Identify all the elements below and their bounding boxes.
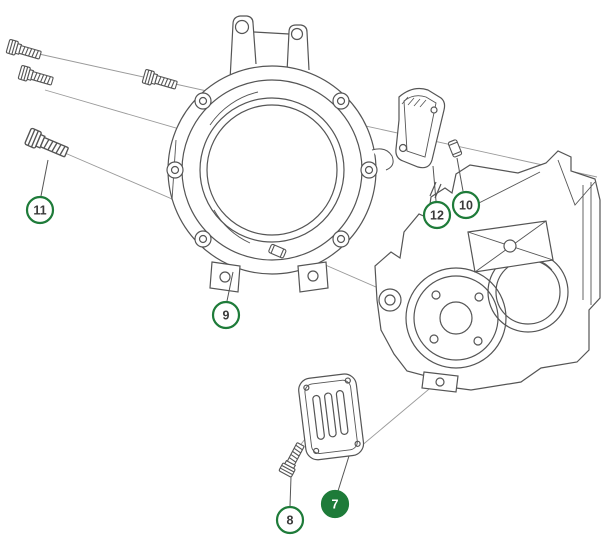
flywheel-housing-drawing [166,15,394,293]
callout-8-label: 8 [287,514,294,528]
bolt-topleft-1-drawing [5,38,43,63]
pin-10-drawing [447,138,463,159]
callout-10-label: 10 [459,199,473,213]
callout-12-label: 12 [430,209,444,223]
callout-11[interactable]: 11 [25,195,55,225]
callout-10[interactable]: 10 [451,190,481,220]
callout-7-label: 7 [332,498,339,512]
callout-7-selected[interactable]: 7 [320,489,350,519]
callout-leader-lines [40,157,464,507]
callout-9-label: 9 [223,309,230,323]
bolt-topcenter-drawing [141,68,179,93]
callouts-group: 11 9 12 10 8 7 [25,190,481,535]
mounting-plate-drawing [298,373,365,461]
callout-12[interactable]: 12 [422,200,452,230]
bolt-topleft-2-drawing [17,64,55,89]
callout-9[interactable]: 9 [211,300,241,330]
callout-8[interactable]: 8 [275,505,305,535]
guard-bracket-drawing [395,87,446,169]
crankcase-drawing [374,150,601,393]
bolt-8-drawing [278,440,308,478]
bolt-11-drawing [23,127,71,162]
callout-11-label: 11 [33,204,46,218]
